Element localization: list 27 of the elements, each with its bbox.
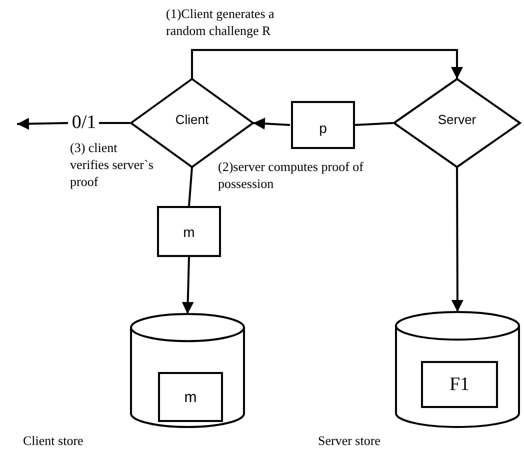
arrow [191, 49, 463, 79]
node-label: Server [438, 112, 476, 126]
database-cylinder [131, 314, 244, 427]
node-label: Client [175, 112, 209, 126]
node-label: p [319, 120, 327, 136]
arrow [182, 256, 194, 314]
node-label: m [184, 388, 197, 406]
node-label: m [183, 224, 195, 240]
edge-label: (1)Client generates a random challenge R [166, 5, 276, 39]
store-caption: Client store [23, 432, 84, 449]
process-box [158, 372, 223, 422]
connector-line [99, 122, 130, 124]
process-box [291, 101, 355, 149]
connector-line [354, 122, 394, 126]
arrow [451, 167, 464, 312]
arrow [16, 118, 68, 130]
process-box [421, 361, 498, 408]
process-box [157, 206, 221, 257]
edge-label: (2)server computes proof of possession [218, 158, 364, 192]
connector-line [188, 166, 193, 206]
node-label: F1 [449, 374, 470, 396]
edge-label: (3) client verifies server`s proof [70, 139, 154, 190]
arrow [252, 118, 290, 130]
store-caption: Server store [318, 432, 382, 449]
output-value: 0/1 [72, 112, 96, 134]
decision-diamond [394, 79, 520, 167]
database-cylinder [396, 312, 519, 427]
